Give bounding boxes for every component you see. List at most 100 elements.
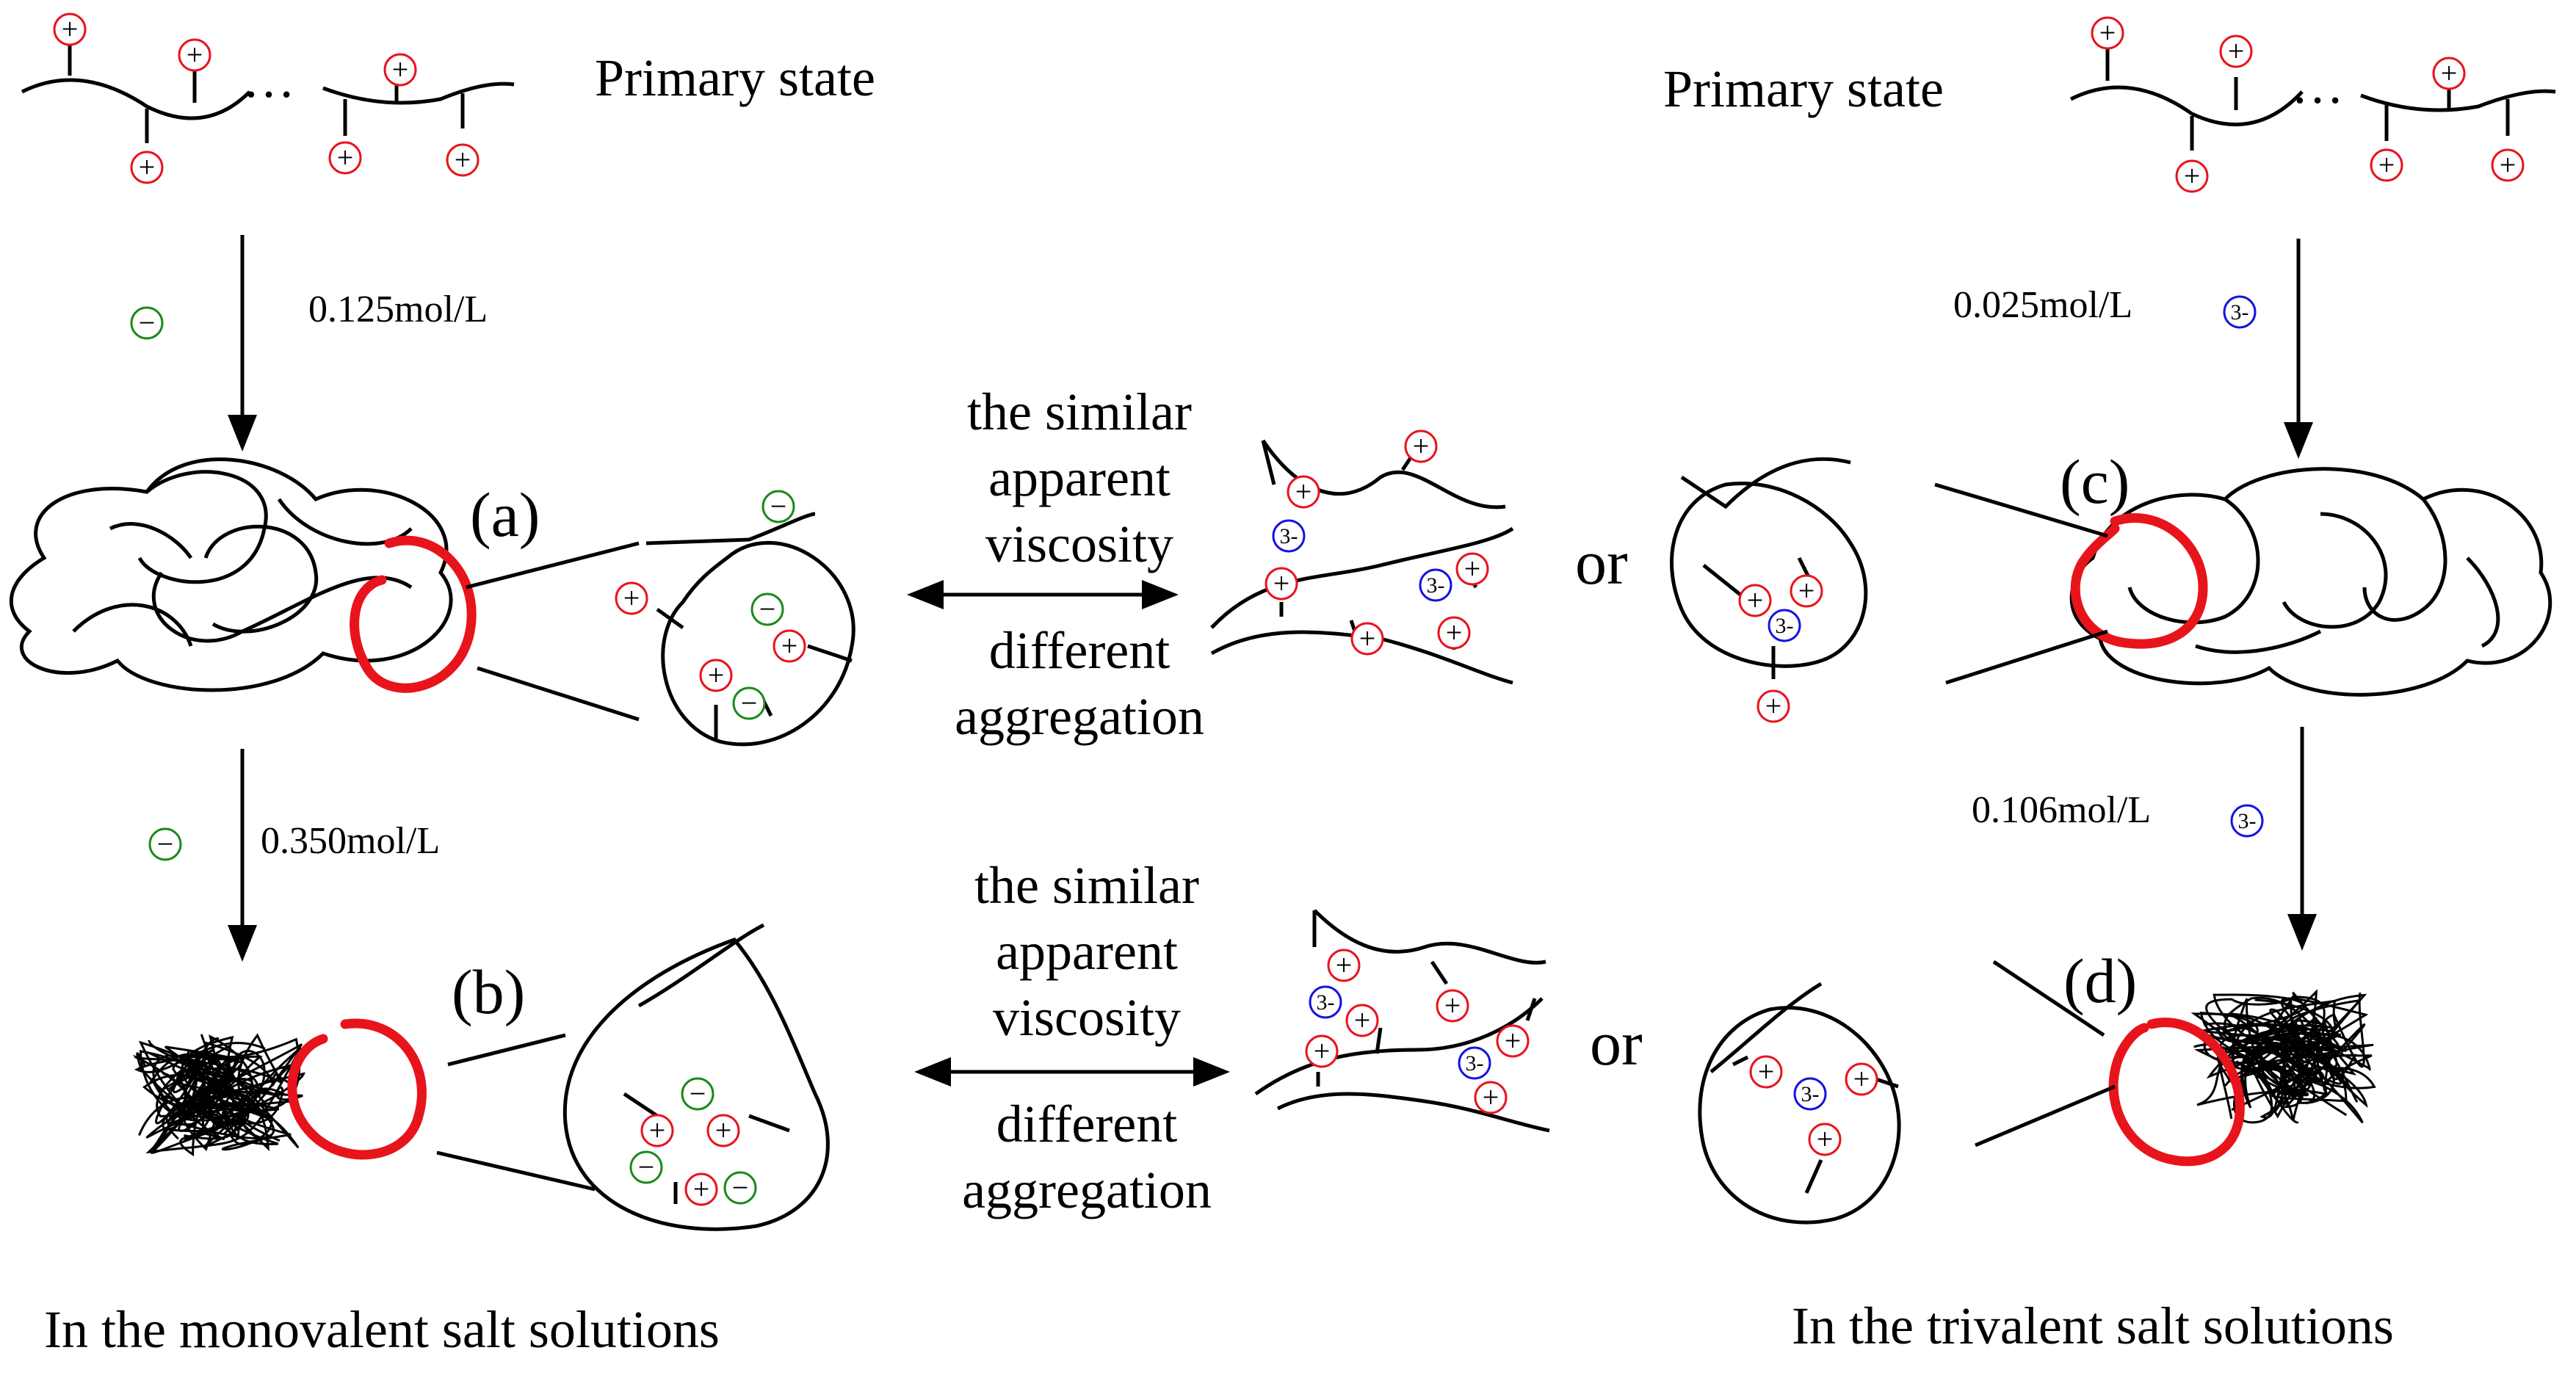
cation-icon: +	[1327, 949, 1361, 982]
cation-icon: +	[1305, 1034, 1339, 1068]
anion-icon: −	[629, 1150, 663, 1184]
cation-icon: +	[1345, 1004, 1379, 1037]
highlight-ring-d	[2108, 1018, 2245, 1167]
trivalent-anion-icon: 3-	[2230, 804, 2264, 838]
middle-top-text: the similar apparent viscosity different…	[955, 382, 1204, 746]
cation-icon: +	[1845, 1062, 1878, 1096]
mid-bot-or: or	[1590, 1008, 1643, 1078]
cation-icon: +	[53, 12, 87, 46]
svg-text:+: +	[1798, 574, 1815, 607]
cation-icon: +	[1287, 475, 1320, 509]
svg-text:3-: 3-	[2231, 300, 2249, 324]
mid-top-ellipse-cluster	[1670, 457, 1868, 679]
svg-text:3-: 3-	[1776, 614, 1794, 638]
svg-text:+: +	[2184, 159, 2201, 192]
zoom-cluster-b	[562, 923, 830, 1231]
svg-text:+: +	[1483, 1081, 1499, 1114]
mid-top-ellipse-ions: + + 3- +	[1738, 574, 1823, 723]
svg-text:+: +	[1446, 616, 1463, 649]
svg-text:+: +	[715, 1114, 732, 1147]
svg-text:+: +	[1359, 622, 1376, 655]
cation-icon: +	[130, 151, 164, 184]
mid-top-line1: the similar	[967, 382, 1192, 441]
svg-text:3-: 3-	[1317, 990, 1335, 1015]
svg-text:+: +	[1314, 1034, 1331, 1067]
cation-icon: +	[1474, 1081, 1508, 1114]
left-conc-1: 0.125mol/L	[308, 289, 488, 330]
mid-bot-ellipse-ions: + 3- + +	[1749, 1055, 1878, 1156]
right-coil-c	[2069, 467, 2552, 697]
zoom-lines-c	[1934, 482, 2108, 685]
cation-icon: +	[1265, 567, 1298, 601]
svg-text:+: +	[1354, 1004, 1371, 1037]
highlight-ring-b	[287, 1018, 427, 1160]
left-primary-label: Primary state	[595, 48, 875, 107]
svg-text:+: +	[1765, 689, 1782, 722]
trivalent-anion-icon: 3-	[1458, 1046, 1491, 1080]
zoom-ions-a: − + − + + −	[615, 490, 806, 720]
trivalent-anion-icon: 3-	[1309, 985, 1342, 1019]
svg-text:+: +	[2228, 35, 2245, 68]
left-caption: In the monovalent salt solutions	[44, 1300, 720, 1359]
label-d: (d)	[2063, 946, 2137, 1016]
cation-icon: +	[615, 581, 648, 615]
cation-icon: +	[1808, 1123, 1842, 1156]
mid-top-line3: viscosity	[985, 515, 1173, 573]
cation-icon: +	[2491, 148, 2525, 182]
svg-text:−: −	[690, 1077, 706, 1110]
svg-text:−: −	[759, 592, 776, 625]
cation-icon: +	[1404, 429, 1438, 463]
cation-icon: +	[178, 38, 211, 72]
mid-bot-line2: apparent	[996, 922, 1178, 981]
mid-bot-line5: aggregation	[962, 1161, 1212, 1219]
svg-text:+: +	[2441, 57, 2458, 90]
cation-icon: +	[2432, 57, 2466, 90]
svg-text:3-: 3-	[1427, 573, 1445, 598]
label-a: (a)	[470, 479, 540, 550]
svg-text:+: +	[2500, 148, 2517, 181]
mid-bot-line3: viscosity	[993, 988, 1181, 1047]
svg-text:+: +	[2099, 16, 2116, 49]
cation-icon: +	[1738, 584, 1772, 617]
svg-text:+: +	[1444, 989, 1461, 1022]
svg-text:+: +	[1295, 475, 1312, 508]
anion-icon: −	[750, 592, 784, 626]
anion-icon: −	[732, 686, 766, 720]
svg-text:+: +	[455, 143, 471, 176]
svg-text:+: +	[1336, 949, 1353, 982]
left-coil-a	[9, 457, 453, 692]
left-primary-chain	[21, 44, 515, 143]
cation-icon: +	[2175, 159, 2209, 193]
cation-icon: +	[2219, 35, 2253, 68]
cation-icon: +	[328, 141, 362, 175]
mid-top-or: or	[1575, 527, 1628, 598]
cation-icon: +	[2091, 16, 2124, 50]
anion-icon: −	[723, 1171, 757, 1205]
svg-text:+: +	[781, 629, 798, 662]
mid-top-line4: different	[989, 621, 1171, 680]
svg-text:+: +	[693, 1172, 710, 1205]
cation-icon: +	[1496, 1024, 1530, 1058]
anion-icon: −	[148, 827, 182, 861]
right-caption: In the trivalent salt solutions	[1792, 1297, 2394, 1355]
anion-icon: −	[130, 306, 164, 340]
entangled-chain-segment	[145, 1047, 302, 1154]
anion-icon: −	[681, 1077, 714, 1111]
entangled-chain-segment	[2193, 989, 2363, 1105]
right-primary-cations: + + + + + +	[2091, 16, 2525, 193]
right-chain-ellipsis: …	[2291, 56, 2344, 115]
mid-bot-chains	[1254, 909, 1550, 1133]
svg-text:+: +	[139, 151, 156, 184]
svg-text:+: +	[1413, 429, 1430, 463]
cation-icon: +	[706, 1114, 740, 1147]
svg-text:+: +	[1747, 584, 1764, 617]
mid-bot-line4: different	[996, 1095, 1178, 1153]
svg-text:+: +	[2378, 148, 2395, 181]
cation-icon: +	[446, 143, 480, 177]
svg-text:+: +	[708, 659, 725, 692]
svg-text:3-: 3-	[2238, 809, 2257, 833]
trivalent-anion-icon: 3-	[1768, 609, 1801, 642]
right-primary-label: Primary state	[1663, 59, 1944, 118]
